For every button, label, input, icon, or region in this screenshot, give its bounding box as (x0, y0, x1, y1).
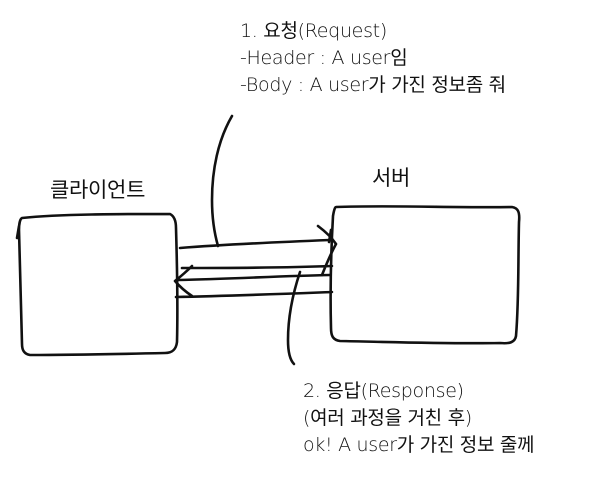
request-arrow (178, 224, 338, 277)
request-pointer (210, 114, 234, 248)
response-note-line: ok! A user가 가진 정보 줄께 (303, 434, 535, 456)
response-note-line: 2. 응답(Response) (303, 380, 464, 402)
server-label: 서버 (372, 166, 411, 190)
client-label: 클라이언트 (50, 178, 146, 202)
request-note-line: 1. 요청(Request) (240, 20, 387, 42)
request-note-line: -Header : A user임 (240, 47, 408, 69)
response-arrow (173, 264, 334, 299)
server-box (327, 205, 521, 345)
request-note-line: -Body : A user가 가진 정보좀 줘 (240, 74, 506, 96)
client-box (15, 212, 179, 357)
request-note: 1. 요청(Request) -Header : A user임 -Body :… (240, 18, 506, 99)
response-note: 2. 응답(Response) (여러 과정을 거친 후) ok! A user… (303, 378, 535, 459)
response-note-line: (여러 과정을 거친 후) (303, 407, 472, 429)
response-pointer (286, 270, 302, 366)
